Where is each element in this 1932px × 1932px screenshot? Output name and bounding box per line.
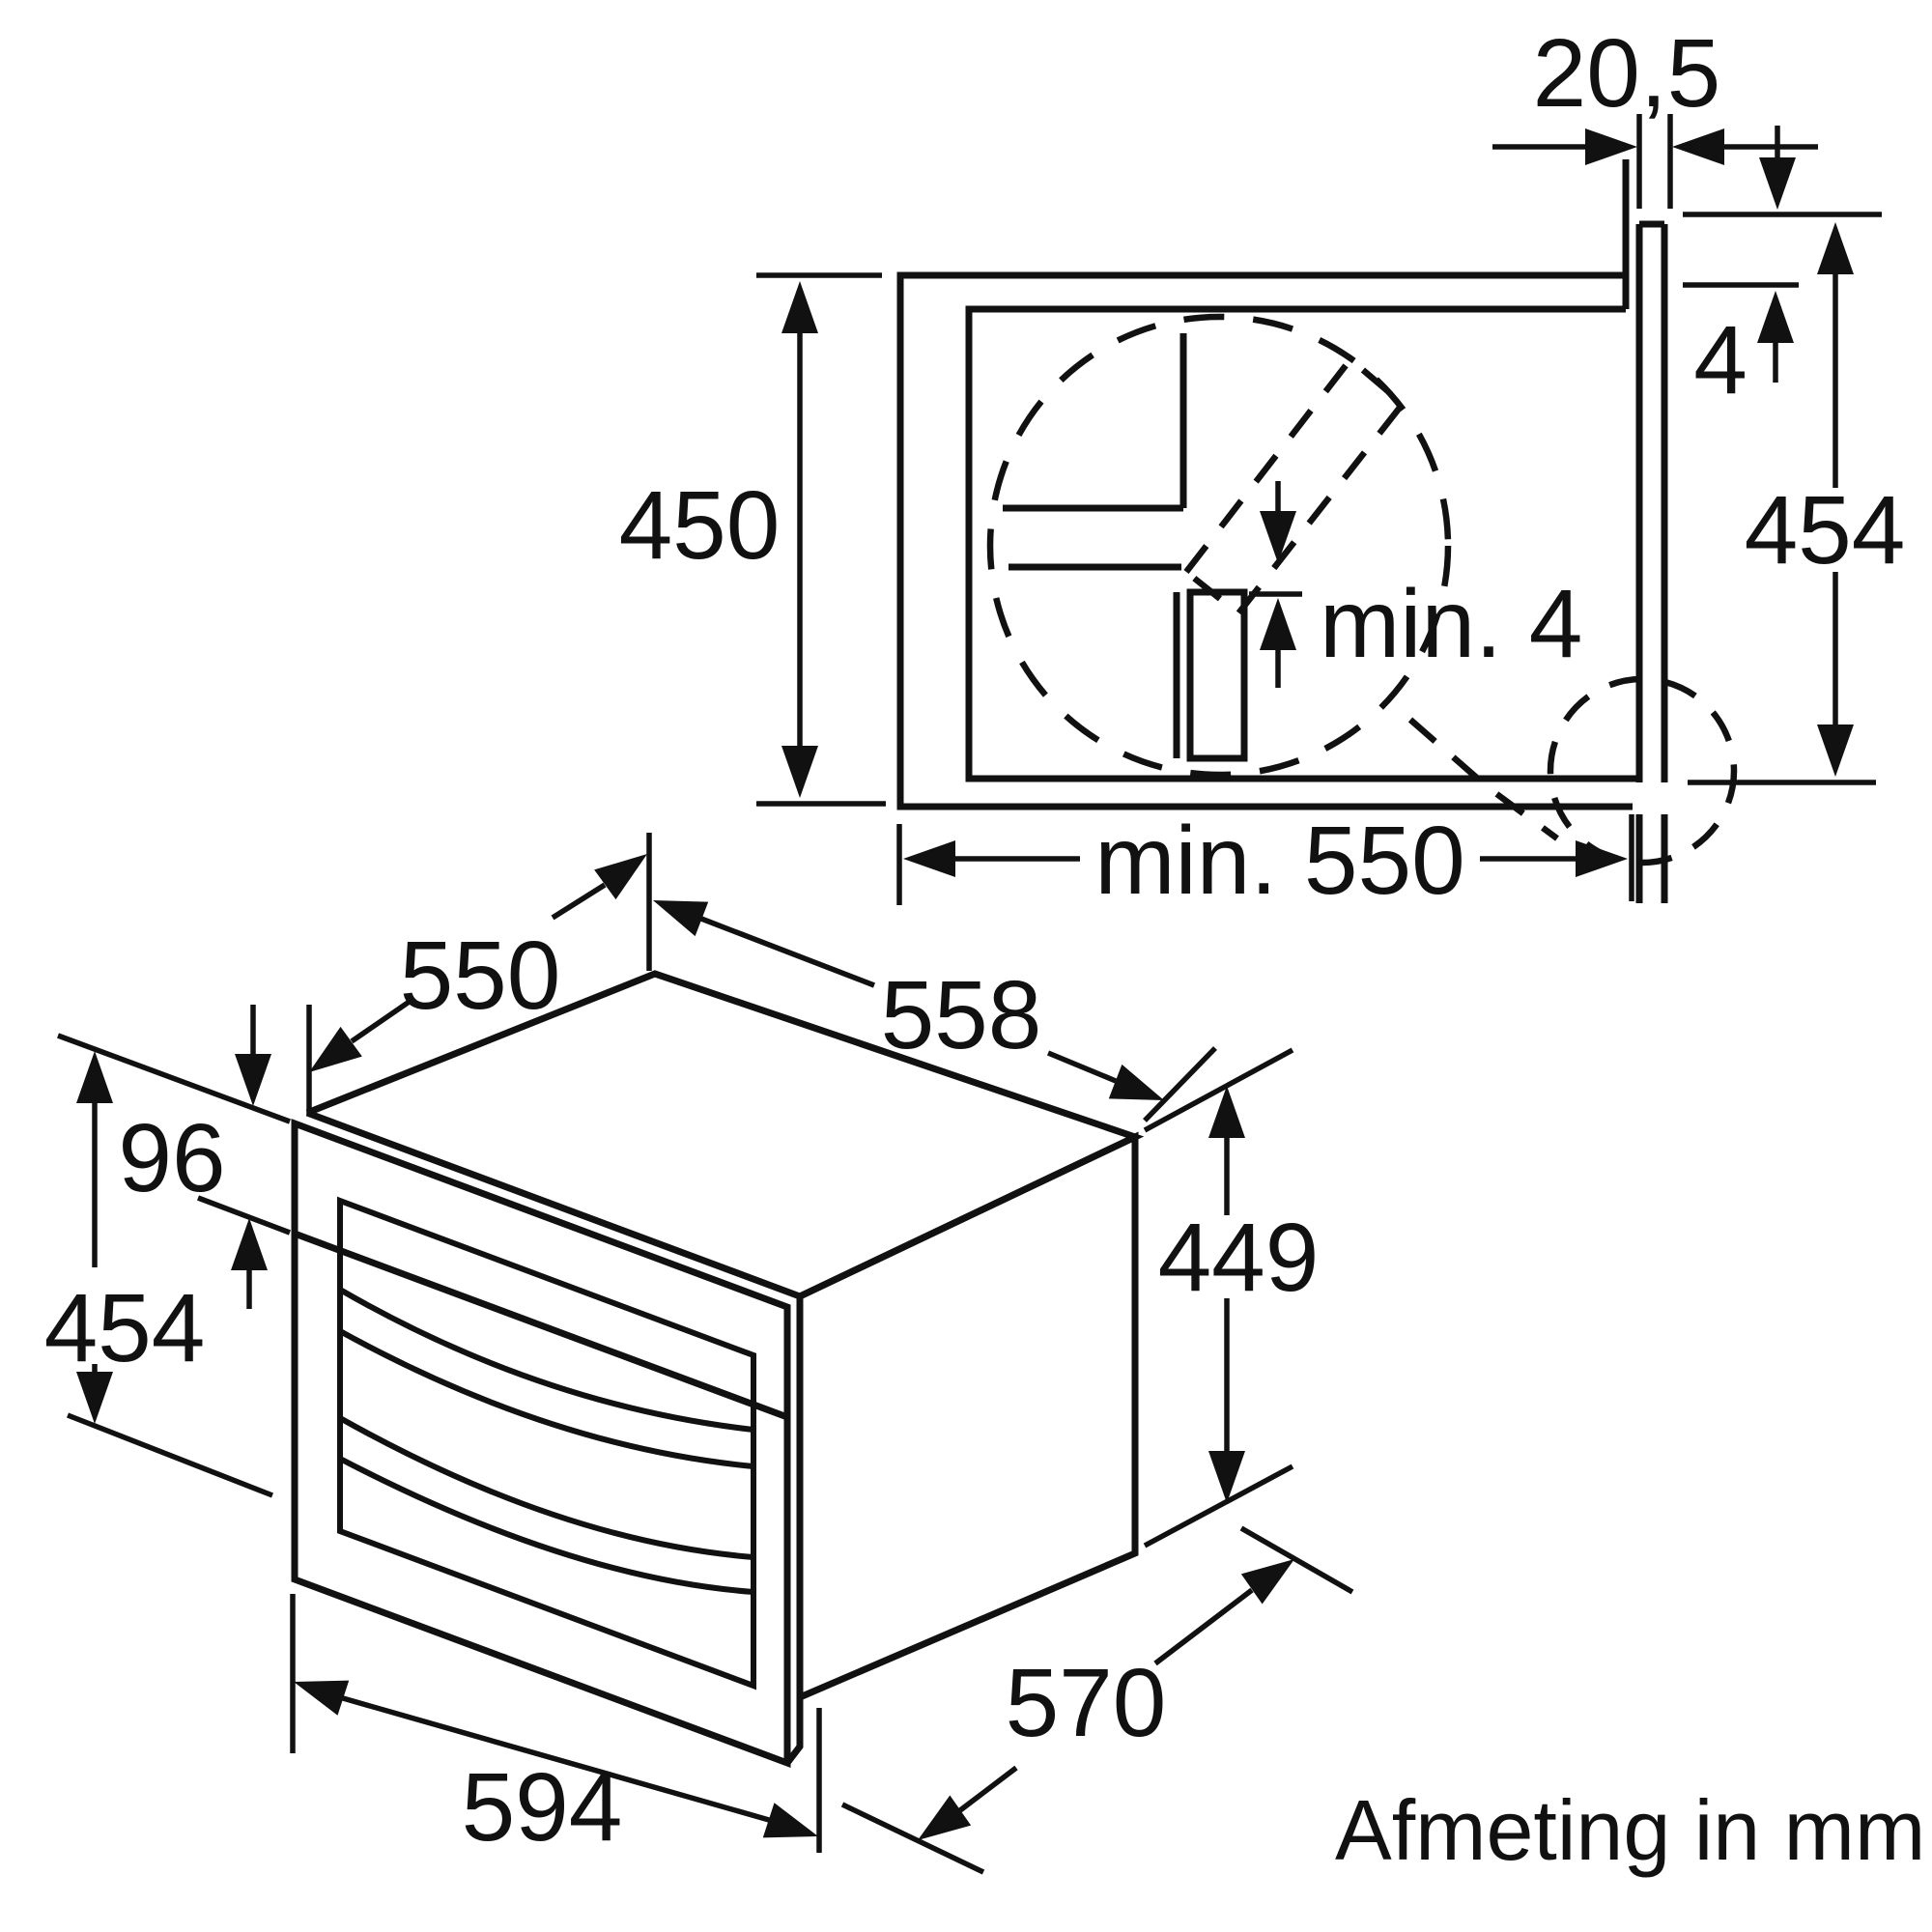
dim-niche-height — [756, 272, 886, 807]
door-curve-2 — [338, 1328, 754, 1469]
door-curve-3 — [338, 1415, 754, 1560]
side-panel — [1629, 220, 1668, 903]
arrowhead — [781, 746, 818, 798]
dim-body-height — [1143, 1047, 1294, 1548]
arrowhead — [1757, 291, 1794, 343]
door-curve-1 — [338, 1287, 754, 1433]
oven-door — [291, 1109, 804, 1769]
arrowhead — [1585, 128, 1637, 165]
arrowhead — [1817, 724, 1854, 777]
arrowhead — [288, 1663, 350, 1716]
arrowhead — [76, 1051, 113, 1103]
right-ext — [1143, 1046, 1217, 1122]
label-wall-thickness: 20,5 — [1533, 19, 1721, 128]
dim-line — [1046, 1050, 1118, 1084]
dim-body-depth — [840, 1525, 1354, 1875]
top-ext — [1143, 1047, 1294, 1133]
top-ext — [57, 1033, 291, 1124]
label-front-height: 454 — [44, 1274, 206, 1382]
arrowhead — [1759, 157, 1796, 210]
arrowhead — [1576, 840, 1628, 877]
dim-line — [1153, 1587, 1254, 1666]
arrowhead — [1672, 128, 1724, 165]
dim-control-height — [57, 1005, 291, 1309]
dim-front-height — [66, 1051, 274, 1498]
left-ext — [840, 1802, 985, 1875]
plug-dashed-outline — [1181, 355, 1407, 618]
dim-line — [350, 998, 412, 1044]
cabinet-inner-line — [965, 305, 1637, 782]
control-strip-line — [293, 1230, 789, 1421]
arrowhead — [903, 840, 955, 877]
bottom-ext — [1143, 1463, 1294, 1548]
dim-top-gap — [1683, 126, 1882, 383]
arrowhead — [231, 1218, 268, 1270]
dim-line — [700, 916, 875, 988]
bottom-ext — [197, 1195, 291, 1236]
label-body-depth: 570 — [1006, 1649, 1167, 1757]
dim-body-width — [646, 883, 1217, 1122]
turntable-swing-circle — [986, 313, 1452, 779]
label-niche-depth: min. 550 — [1094, 807, 1465, 915]
dim-front-width — [288, 1594, 824, 1855]
arrowhead — [1108, 1064, 1171, 1118]
label-control-height: 96 — [118, 1104, 225, 1212]
arrowhead — [781, 281, 818, 333]
lower-bar — [1186, 588, 1248, 762]
arrowhead — [762, 1803, 824, 1855]
dim-side-height — [1688, 222, 1876, 785]
door-frame-outer — [291, 1118, 791, 1769]
caption-units: Afmeting in mm — [1335, 1782, 1925, 1878]
dim-line — [551, 882, 607, 921]
arrowhead — [646, 883, 709, 937]
dim-line — [958, 1765, 1018, 1813]
label-body-width: 558 — [881, 961, 1042, 1069]
right-ext — [1239, 1525, 1354, 1595]
arrowhead — [1260, 511, 1296, 563]
arrowhead — [1817, 222, 1854, 274]
label-body-height: 449 — [1158, 1204, 1320, 1312]
dim-depth-top — [298, 833, 659, 1116]
bottom-ext — [66, 1412, 274, 1498]
label-top-gap: 4 — [1693, 306, 1747, 414]
oven-body — [305, 970, 1145, 1701]
door-curve-4 — [338, 1456, 754, 1595]
plug-clearance-structure — [1003, 333, 1738, 867]
right-face — [798, 1131, 1139, 1701]
detail-circle — [1547, 675, 1738, 867]
arrowhead — [907, 1795, 972, 1856]
arrowhead — [235, 1054, 271, 1106]
dim-wall-thickness — [1492, 114, 1818, 209]
dim-line — [342, 1695, 770, 1823]
dim-niche-depth — [896, 824, 1628, 905]
cabinet-outer-line — [896, 271, 1633, 810]
arrowhead — [1240, 1544, 1305, 1605]
arrowhead — [1260, 598, 1296, 650]
label-front-width: 594 — [462, 1753, 623, 1861]
cabinet-outline — [896, 159, 1637, 810]
oven-3d-view: 550 558 96 454 449 594 570 — [44, 833, 1354, 1875]
label-side-height: 454 — [1745, 476, 1906, 584]
dim-plug-gap — [1260, 481, 1296, 688]
label-depth-top: 550 — [400, 922, 561, 1030]
label-plug-gap: min. 4 — [1320, 570, 1582, 678]
label-niche-height: 450 — [619, 471, 781, 580]
top-view: 20,5 4 454 450 min. 4 min. 550 — [619, 19, 1906, 915]
door-frame-return — [305, 1109, 804, 1766]
